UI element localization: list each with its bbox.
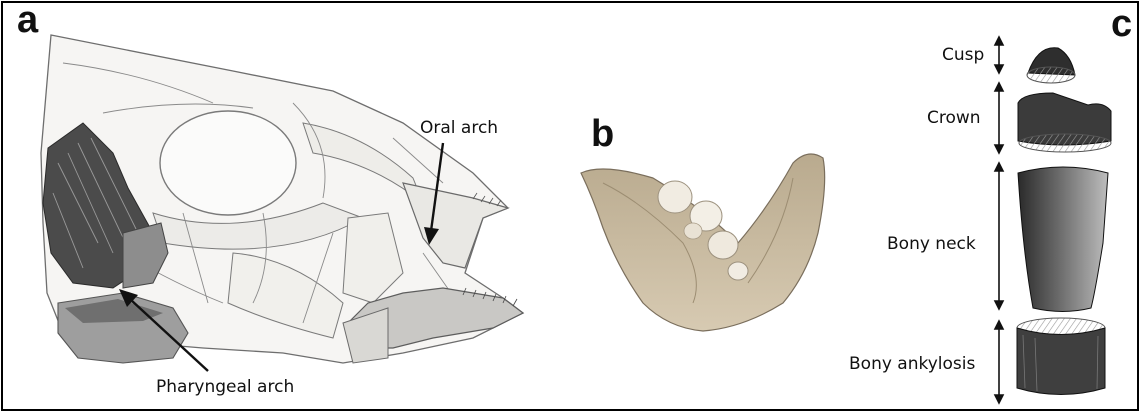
oral-arch-label: Oral arch: [420, 120, 498, 137]
dimension-arrows: [995, 37, 1003, 403]
crown-label: Crown: [927, 110, 981, 127]
neck-shape: [1018, 167, 1108, 312]
pharyngeal-arch-label: Pharyngeal arch: [156, 379, 294, 396]
skull-illustration: [41, 35, 523, 363]
bony-ankylosis-label: Bony ankylosis: [849, 356, 975, 373]
panel-label-a: a: [17, 1, 38, 39]
bony-neck-label: Bony neck: [887, 236, 976, 253]
panel-label-c: c: [1111, 5, 1132, 43]
ankylosis-shape: [1017, 328, 1105, 395]
panel-label-b: b: [591, 115, 614, 153]
pharyngeal-jaw-photo: [581, 154, 825, 331]
tooth-parts-diagram: [1017, 48, 1111, 395]
cusp-label: Cusp: [942, 47, 984, 64]
